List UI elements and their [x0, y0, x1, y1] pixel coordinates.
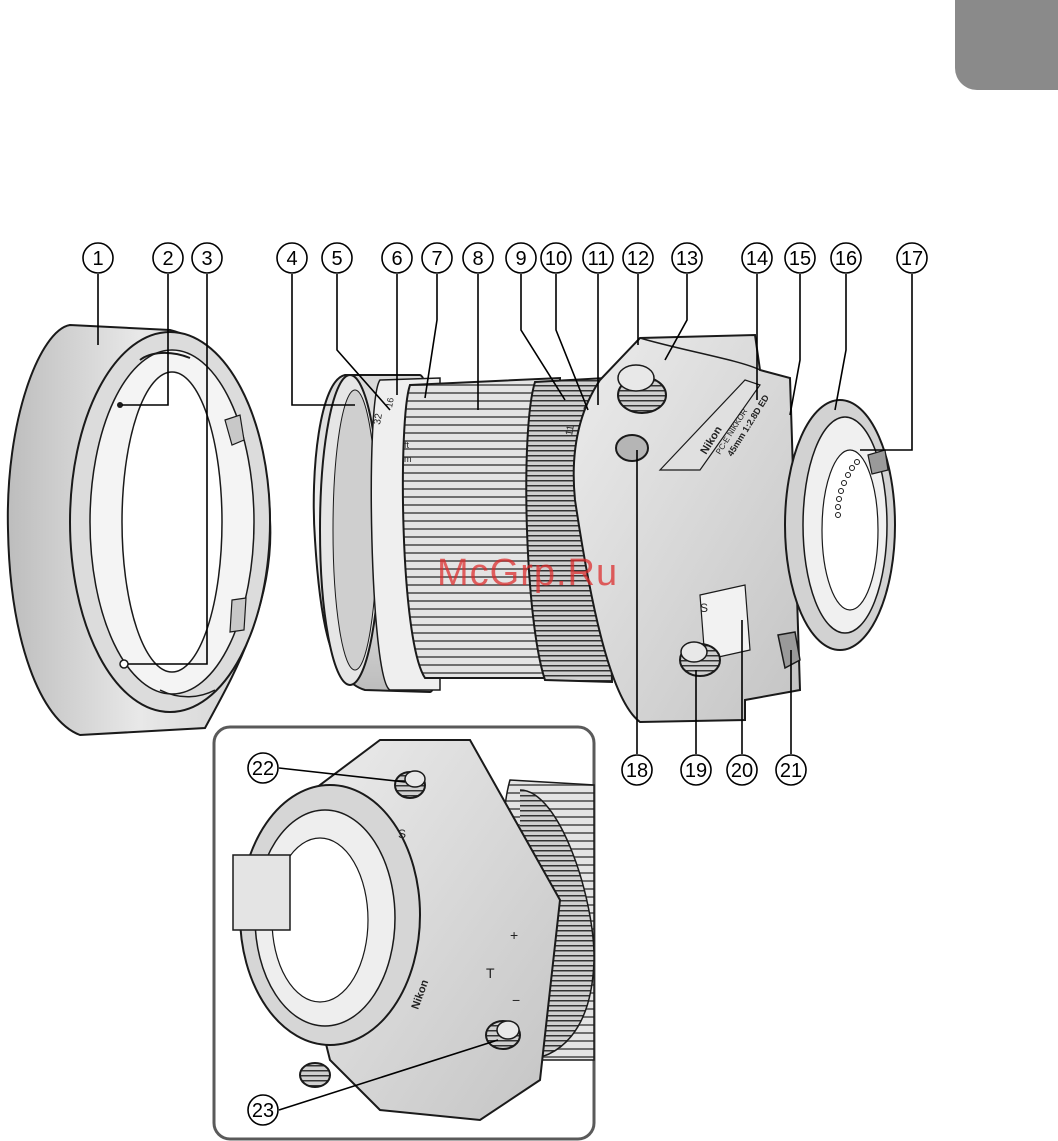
- callout-4: 4: [277, 243, 307, 273]
- callout-18: 18: [622, 755, 652, 785]
- callout-6: 6: [382, 243, 412, 273]
- callout-5: 5: [322, 243, 352, 273]
- callout-number-7: 7: [431, 248, 442, 270]
- callout-23: 23: [248, 1095, 278, 1125]
- callout-number-10: 10: [545, 248, 567, 270]
- callout-19: 19: [681, 755, 711, 785]
- lens-hood: [8, 325, 271, 735]
- callout-number-19: 19: [685, 760, 707, 782]
- callout-11: 11: [583, 243, 613, 273]
- callout-number-9: 9: [515, 248, 526, 270]
- callout-number-18: 18: [626, 760, 648, 782]
- scale-16: 16: [384, 397, 396, 409]
- callout-number-22: 22: [252, 758, 274, 780]
- callout-16: 16: [831, 243, 861, 273]
- scale-m: m: [404, 454, 412, 464]
- inset-shift-label: S: [398, 827, 406, 841]
- callout-number-16: 16: [835, 248, 857, 270]
- inset-tilt-label: T: [486, 965, 495, 981]
- callout-number-1: 1: [92, 248, 103, 270]
- callout-number-11: 11: [588, 248, 609, 270]
- callout-number-14: 14: [746, 248, 768, 270]
- callout-number-4: 4: [286, 248, 297, 270]
- callout-13: 13: [672, 243, 702, 273]
- callout-17: 17: [897, 243, 927, 273]
- tilt-shift-body: Nikon PC-E NIKKOR 45mm 1:2.8D ED S: [574, 335, 895, 722]
- callout-14: 14: [742, 243, 772, 273]
- callout-21: 21: [776, 755, 806, 785]
- inset-plus: +: [510, 927, 518, 943]
- callout-number-3: 3: [201, 248, 212, 270]
- callout-number-23: 23: [252, 1100, 274, 1122]
- callout-number-13: 13: [676, 248, 698, 270]
- inset-panel: Nikon S + T −: [214, 727, 594, 1139]
- callout-number-5: 5: [331, 248, 342, 270]
- callout-number-17: 17: [901, 248, 923, 270]
- callout-number-15: 15: [789, 248, 811, 270]
- callout-number-12: 12: [627, 248, 649, 270]
- shift-label: S: [700, 601, 708, 615]
- release-button: [616, 435, 648, 461]
- callout-number-21: 21: [780, 760, 802, 782]
- callout-number-8: 8: [472, 248, 483, 270]
- callout-9: 9: [506, 243, 536, 273]
- callout-7: 7: [422, 243, 452, 273]
- callout-number-20: 20: [731, 760, 753, 782]
- callout-8: 8: [463, 243, 493, 273]
- callout-2: 2: [153, 243, 183, 273]
- callout-1: 1: [83, 243, 113, 273]
- leader-line-16: [835, 274, 846, 410]
- callout-number-6: 6: [391, 248, 402, 270]
- inset-minus: −: [512, 992, 520, 1008]
- lens-barrel: 32 16 ft m 11 8: [314, 375, 612, 692]
- callout-number-2: 2: [162, 248, 173, 270]
- callout-3: 3: [192, 243, 222, 273]
- callout-10: 10: [541, 243, 571, 273]
- callout-12: 12: [623, 243, 653, 273]
- callout-22: 22: [248, 753, 278, 783]
- scale-ft: ft: [404, 440, 410, 450]
- callout-15: 15: [785, 243, 815, 273]
- callout-20: 20: [727, 755, 757, 785]
- watermark-text: McGrp.Ru: [437, 552, 618, 595]
